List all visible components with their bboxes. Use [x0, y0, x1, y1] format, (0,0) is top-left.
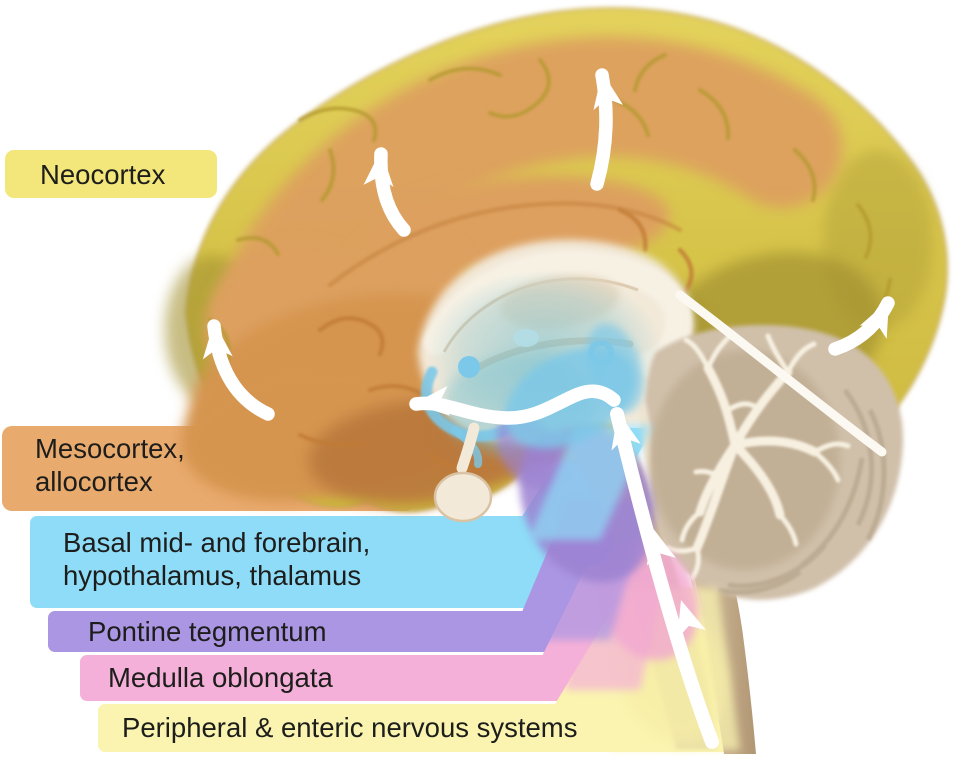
tentorium-line [675, 290, 887, 457]
arrow-hypothalamus-branch-shaft [409, 384, 621, 425]
cerebellum-folia [717, 388, 887, 595]
anterior-nucleus-dot [458, 356, 480, 378]
label-mesocortex-line2: allocortex [35, 466, 153, 497]
pathway-arrows [199, 68, 903, 749]
label-peripheral-nervous: Peripheral & enteric nervous systems [122, 712, 578, 743]
label-neocortex: Neocortex [40, 159, 166, 190]
band-neocortex [5, 150, 217, 198]
interthalamic-spot [513, 329, 539, 347]
label-basal-line1: Basal mid- and forebrain, [63, 527, 371, 558]
label-mesocortex: Mesocortex, allocortex [35, 432, 185, 498]
label-pontine-tegmentum: Pontine tegmentum [88, 616, 327, 647]
pituitary-gland [433, 471, 493, 523]
label-medulla-oblongata: Medulla oblongata [108, 662, 333, 693]
cerebellum [645, 290, 904, 600]
arrow-brainstem-shaft [610, 407, 719, 749]
pituitary-stalk [456, 422, 480, 474]
hypothalamus-crescent [420, 366, 514, 442]
label-mesocortex-line1: Mesocortex, [35, 433, 185, 464]
label-basal-line2: hypothalamus, thalamus [63, 560, 362, 591]
label-basal-forebrain: Basal mid- and forebrain, hypothalamus, … [63, 526, 370, 592]
